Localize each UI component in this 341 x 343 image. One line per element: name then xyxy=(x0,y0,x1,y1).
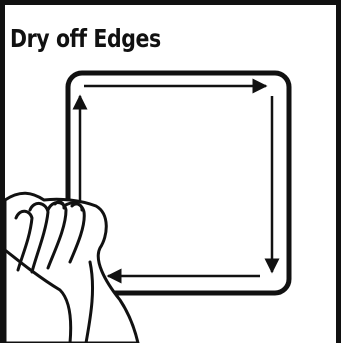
clockwise-arrows-icon xyxy=(80,86,272,276)
hand-with-cloth-icon xyxy=(5,193,138,343)
square-outline-icon xyxy=(68,73,289,293)
